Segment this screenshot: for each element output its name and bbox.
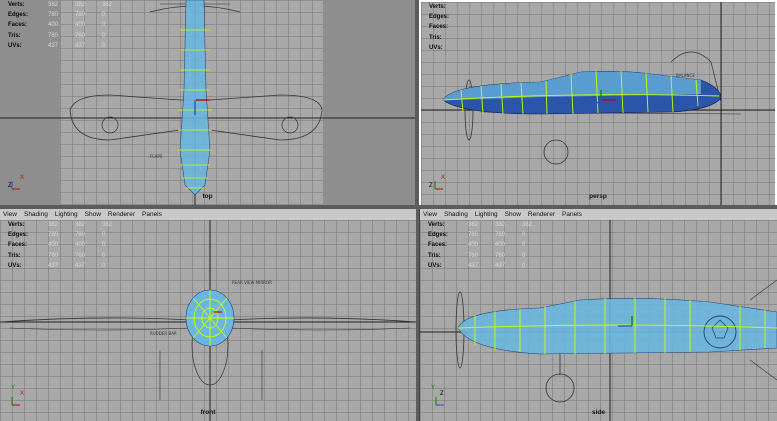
menu-show[interactable]: Show [84, 211, 101, 218]
persp-view-blueprint: BALANCE [421, 2, 775, 205]
hud-verts-label: Verts: [8, 2, 25, 8]
hud-uvs-label: UVs: [8, 42, 22, 49]
svg-text:BALANCE: BALANCE [676, 73, 695, 78]
panel-divider-vertical[interactable] [415, 0, 419, 421]
camera-label-front: front [200, 409, 216, 416]
menu-lighting[interactable]: Lighting [54, 211, 78, 218]
menu-renderer[interactable]: Renderer [107, 211, 135, 218]
camera-label-top: top [202, 193, 213, 200]
menu-panels[interactable]: Panels [562, 211, 582, 218]
menu-panels[interactable]: Panels [142, 211, 162, 218]
hud-edges-label: Edges: [8, 12, 29, 19]
menu-show[interactable]: Show [504, 211, 521, 218]
menu-shading[interactable]: Shading [443, 211, 468, 218]
camera-label-persp: persp [589, 193, 607, 200]
menu-view[interactable]: View [3, 211, 17, 218]
axis-gizmo-icon: X Z [429, 175, 446, 190]
menu-renderer[interactable]: Renderer [527, 211, 555, 218]
panel-menubar-side: View Shading Lighting Show Renderer Pane… [420, 209, 777, 220]
panel-menubar-front: View Shading Lighting Show Renderer Pane… [0, 209, 416, 220]
axis-gizmo-icon: Z Y [431, 385, 444, 406]
axis-gizmo-icon: X Y [11, 385, 25, 406]
top-view-blueprint: FLAPS [0, 0, 415, 205]
svg-text:REAR VIEW MIRROR: REAR VIEW MIRROR [232, 280, 272, 285]
poly-count-hud: Verts: Edges: Faces: Tris: UVs: [429, 4, 450, 51]
menu-shading[interactable]: Shading [23, 211, 48, 218]
hud-tris-label: Tris: [8, 32, 21, 39]
image-plane-edge-right [323, 0, 415, 205]
hud-faces-label: Faces: [8, 22, 28, 29]
menu-lighting[interactable]: Lighting [474, 211, 498, 218]
camera-label-side: side [591, 409, 606, 416]
side-view-blueprint [420, 220, 777, 421]
svg-text:FLAPS: FLAPS [150, 154, 163, 159]
panel-divider-horizontal[interactable] [0, 205, 777, 209]
viewport-persp[interactable]: BALANCE Verts: Edges: Faces: Tris: UVs: … [419, 0, 777, 207]
image-plane-edge-left [0, 0, 60, 205]
front-view-blueprint: REAR VIEW MIRROR RUDDER BAR [0, 220, 416, 421]
menu-view[interactable]: View [423, 211, 437, 218]
svg-text:RUDDER BAR: RUDDER BAR [150, 331, 177, 336]
axis-gizmo-icon: X Z [8, 175, 25, 190]
